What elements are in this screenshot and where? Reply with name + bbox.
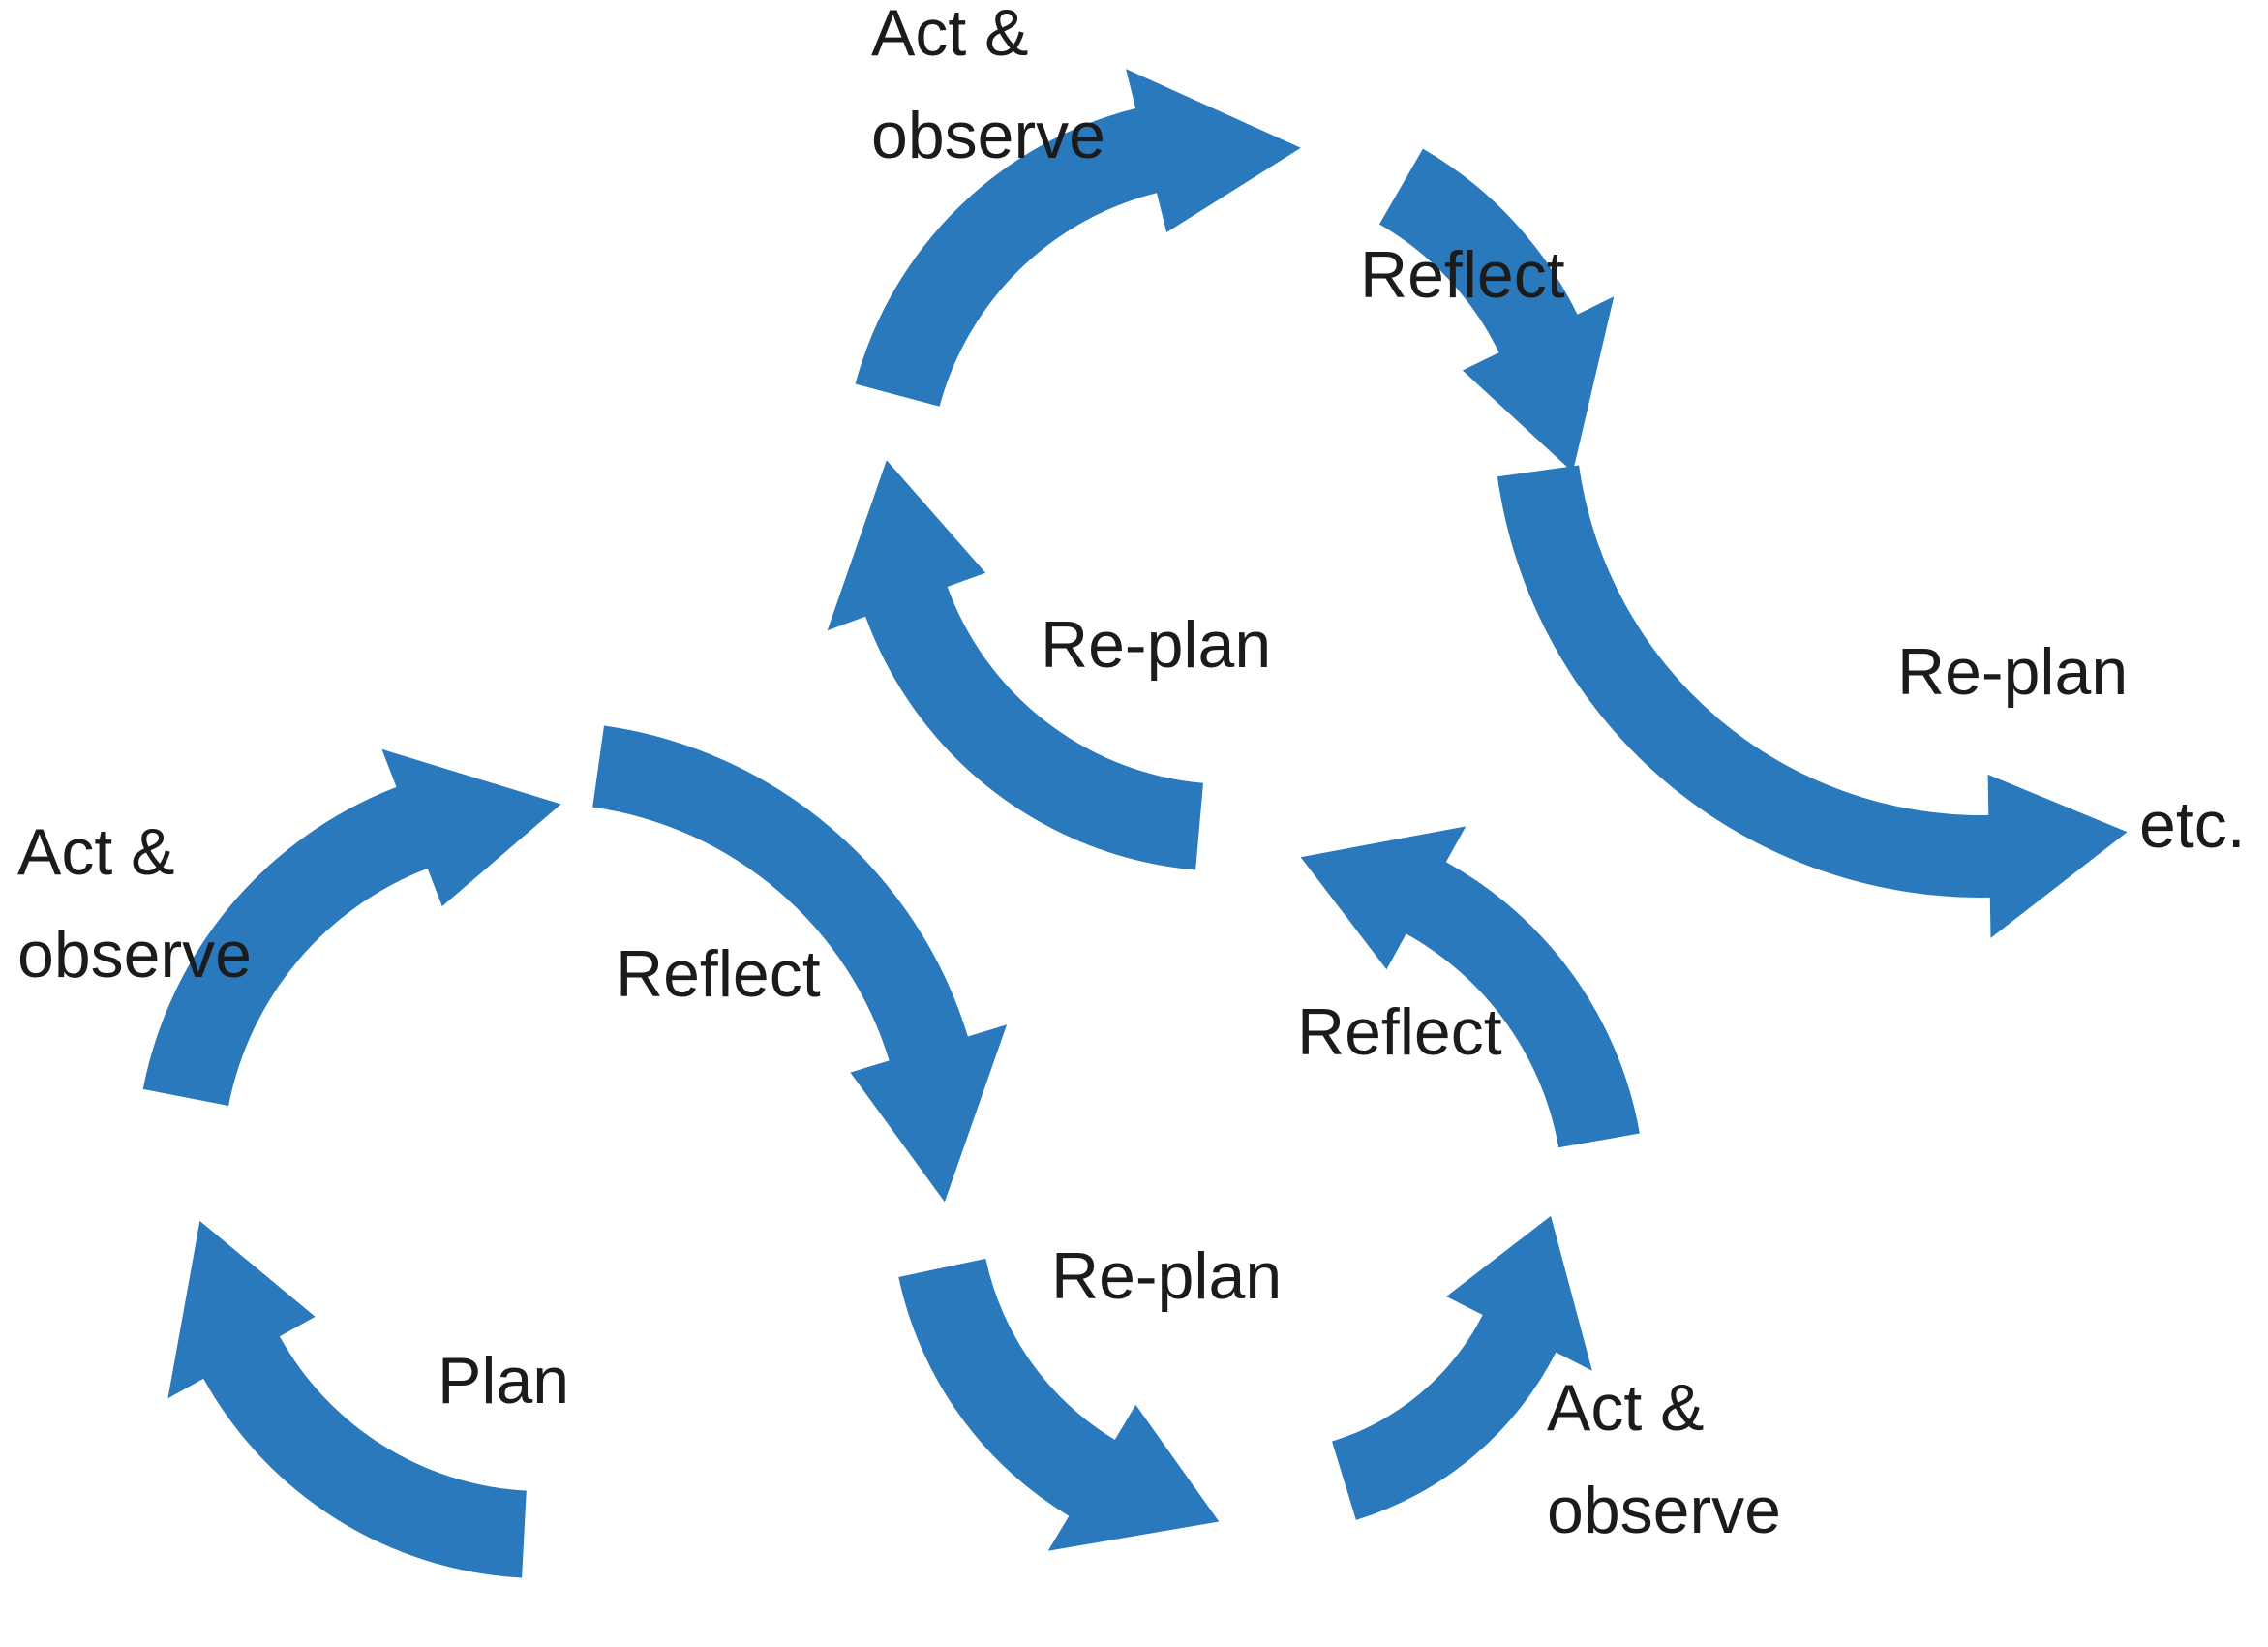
cycle1-plan-arrow bbox=[167, 1220, 527, 1578]
cycle3-replan-label: Re-plan bbox=[1041, 608, 1272, 682]
cycle2-replan-arrow bbox=[898, 1258, 1220, 1551]
cycle2-act-observe-label-line1: Act & bbox=[1547, 1371, 1705, 1445]
cycle3-reflect-arrow bbox=[1379, 148, 1615, 473]
cycle3-act-observe-arrow bbox=[855, 69, 1301, 407]
cycle2-replan-label: Re-plan bbox=[1051, 1239, 1283, 1313]
cycle3-act-observe-label-line1: Act & bbox=[871, 0, 1029, 70]
cycle2-reflect-arrow bbox=[1300, 826, 1640, 1148]
cycle2-act-observe-arrow bbox=[1332, 1215, 1592, 1520]
cycle1-reflect-label: Reflect bbox=[616, 937, 821, 1011]
exit-etc-label: etc. bbox=[2139, 788, 2246, 862]
cycle1-act-observe-arrow bbox=[142, 748, 561, 1106]
cycle2-act-observe-label-line2: observe bbox=[1547, 1474, 1781, 1547]
cycle1-plan-label: Plan bbox=[438, 1344, 570, 1418]
cycle3-act-observe-label-line2: observe bbox=[871, 99, 1105, 172]
exit-replan-label: Re-plan bbox=[1897, 635, 2129, 709]
cycle1-reflect-arrow bbox=[592, 725, 1008, 1203]
cycle3-reflect-label: Reflect bbox=[1360, 238, 1565, 312]
cycle2-reflect-label: Reflect bbox=[1297, 995, 1502, 1069]
cycle1-act-observe-label-line2: observe bbox=[17, 918, 252, 991]
cycle1-act-observe-label-line1: Act & bbox=[17, 815, 175, 889]
exit-replan-arrow bbox=[1497, 465, 2128, 938]
cycle3-replan-arrow bbox=[827, 460, 1203, 870]
